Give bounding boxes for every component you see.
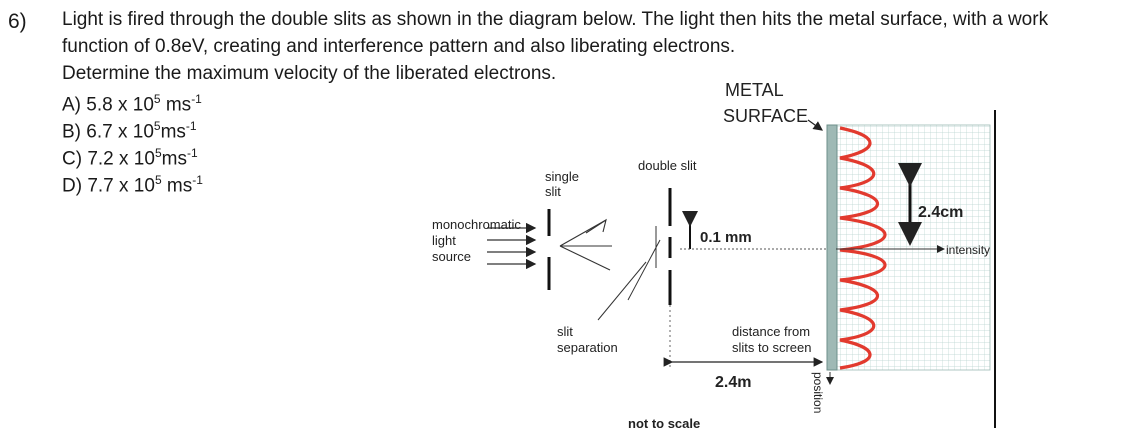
metal-label-2: SURFACE [723,106,809,126]
question-text: Light is fired through the double slits … [62,6,1102,87]
distance-label-2: slits to screen [732,340,812,355]
option-c[interactable]: C) 7.2 x 105ms-1 [62,146,198,170]
slit-sep-value: 0.1 mm [700,229,752,246]
double-slit-label: double slit [638,158,697,173]
single-slit-label-2: slit [545,184,561,199]
distance-value: 2.4m [715,374,752,391]
question-body: Light is fired through the double slits … [62,9,1049,57]
option-a[interactable]: A) 5.8 x 105 ms-1 [62,92,202,116]
single-slit-rays [559,218,612,271]
light-source-label-3: source [432,249,472,264]
light-source-label-2: light [432,233,456,248]
not-to-scale-label: not to scale [628,416,701,431]
distance-label-1: distance from [732,324,811,339]
position-label: position [811,372,825,414]
light-source-label-1: monochromatic [432,217,521,232]
fringe-spacing-label: 2.4cm [918,204,964,221]
light-source-rays [487,222,537,270]
metal-surface-plate [826,124,838,371]
option-d[interactable]: D) 7.7 x 105 ms-1 [62,173,203,197]
question-number: 6) [8,10,27,33]
interference-pattern [839,126,887,370]
slit-separation-label-1: slit [557,324,573,339]
slit-separation-pointer [627,239,661,301]
option-b[interactable]: B) 6.7 x 105ms-1 [62,119,197,143]
slit-separation-label-2: separation [557,340,618,355]
metal-label-1: METAL [725,80,784,100]
single-slit-label-1: single [545,169,579,184]
intensity-label: intensity [946,243,991,257]
question-prompt: Determine the maximum velocity of the li… [62,63,557,84]
